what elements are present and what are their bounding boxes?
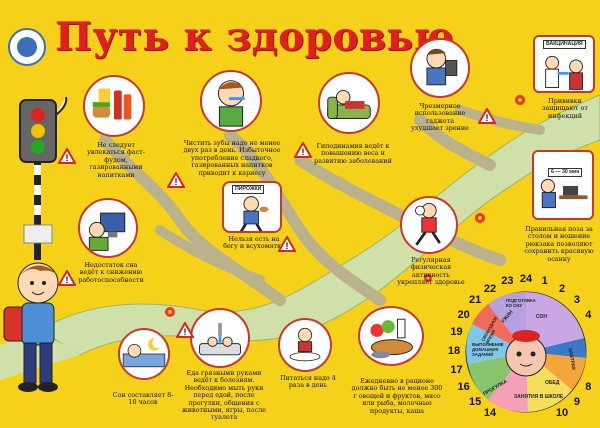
svg-text:!: ! [66,275,69,285]
hypodynamia-caption: Гиподинамия ведёт к повышению веса и раз… [314,142,392,165]
svg-text:!: ! [486,113,489,123]
clock-number: 1 [541,275,548,288]
warning-icon: ! [58,270,76,286]
clock-number: 24 [519,273,533,285]
clock-number: 2 [558,282,566,295]
warning-icon: ! [167,172,185,188]
posture-picture: 6 — 30 мин [532,150,594,220]
clock-number: 15 [468,395,482,408]
clock-number: 19 [450,326,463,339]
sleep-caption: Сон составляет 8-10 часов [112,391,174,407]
vaccination-sign: ВАКЦИНАЦИЯ [543,40,586,49]
hypodynamia-picture [318,72,380,134]
gadget-icon [426,48,458,86]
desk-icon [540,178,588,209]
fastfood-caption: Не следует увлекаться фаст-фудом, газиро… [87,141,145,179]
clock-number: 9 [573,395,580,408]
warning-icon: ! [478,108,496,124]
traffic-light-icon [19,96,68,260]
clock-number: 23 [501,275,514,288]
teeth-picture [200,70,262,132]
sleep-picture [118,328,170,380]
toothbrush-icon [217,80,245,127]
routine-clock [465,291,587,413]
path-2 [224,129,386,306]
svg-text:!: ! [66,153,69,163]
computer-icon [88,212,126,251]
vaccination-picture: ВАКЦИНАЦИЯ [533,35,595,93]
running-eater-icon [239,196,269,231]
activity-caption: Регулярная физическая активность укрепля… [397,256,465,287]
clock-segment-school: ЗАНЯТИЯ В ШКОЛЕ [514,394,564,400]
clock-number: 16 [457,381,470,393]
path-6 [455,105,545,135]
sofa-icon [327,89,371,119]
meal-icon [289,327,321,362]
gadgets-picture [410,38,470,98]
football-icon [415,202,441,246]
path-4 [414,114,496,171]
clock-number: 10 [555,407,569,420]
pies-sign: ПИРОЖКИ [232,185,265,194]
clock-number: 3 [573,294,580,307]
clock-number: 14 [483,407,497,420]
clock-segment-prep: ПОДГОТОВКА КО СНУ [506,298,536,308]
boy-illustration [3,262,59,392]
svg-text:!: ! [175,177,178,187]
clock-segment-lunch: ОБЕД [545,380,560,386]
clock-number: 21 [468,294,482,307]
bed-icon [122,337,166,368]
clock-number: 17 [450,363,463,376]
meals-caption: Питаться надо 4 раза в день [280,374,336,390]
warning-icon: ! [58,148,76,164]
vaccination-caption: Прививки защищают от инфекций [542,97,588,120]
handwash-picture [190,308,250,368]
flower-icon [475,213,485,223]
warning-icon: ! [294,142,312,158]
clock-number: 8 [585,381,592,393]
svg-text:!: ! [184,327,187,337]
flower-icon [165,307,175,317]
fastfood-picture [83,75,145,137]
flower-icon [424,274,432,282]
clock-segment-homework: ВЫПОЛНЕНИЕ ДОМАШНИХ ЗАДАНИЙ [472,342,504,357]
food-basket-icon [370,318,413,359]
activity-picture [400,196,458,254]
clock-display: 6 — 30 мин [548,168,583,177]
clock-number: 22 [483,282,497,295]
logo [8,28,46,66]
meals-picture [278,318,332,372]
flower-icon [515,95,525,105]
svg-text:!: ! [286,241,289,251]
diet-picture [358,306,424,366]
sleep-lack-caption: Недостаток сна ведёт к снижению работосп… [78,261,144,284]
syringe-icon [545,55,583,90]
poster-title: Путь к здоровью [55,14,454,60]
svg-text:!: ! [302,147,305,157]
teeth-caption: Чистить зубы надо не менее двух раз в де… [183,139,281,177]
posture-caption: Правильная поза за столом и ношение рюкз… [524,225,594,263]
gadgets-caption: Чрезмерное использование гаджета ухудшае… [411,102,469,133]
clock-number: 20 [457,309,470,321]
diet-caption: Ежедневно в рационе должно быть не менее… [351,377,443,415]
warning-icon: ! [176,322,194,338]
warning-icon: ! [278,236,296,252]
handwash-icon [199,323,241,356]
handwash-caption: Еда грязными руками ведёт к болезням. Не… [181,369,267,422]
eat-slowly-picture: ПИРОЖКИ [222,181,282,233]
clock-number: 4 [585,309,592,321]
path-5 [155,225,265,285]
eat-slowly-caption: Нельзя есть на бегу и всухомятку [223,235,285,251]
sleep-lack-picture [78,198,138,258]
fastfood-icon [92,88,132,120]
clock-segment-sleep: СОН [536,314,547,320]
clock-number: 18 [447,345,461,357]
